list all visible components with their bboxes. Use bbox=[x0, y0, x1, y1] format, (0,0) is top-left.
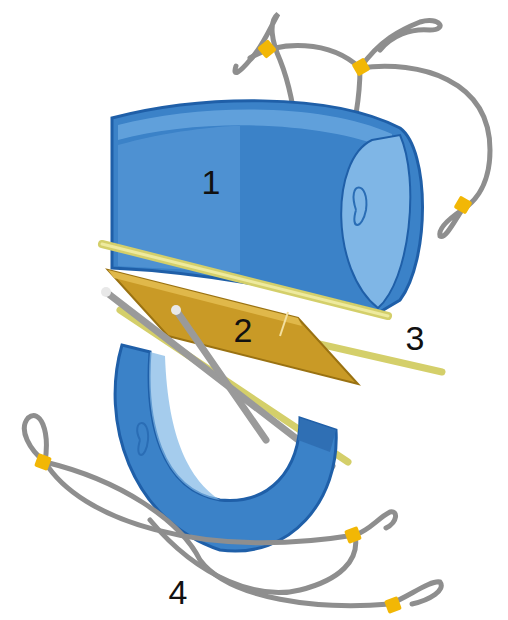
cord bbox=[250, 21, 440, 68]
cuff-logo bbox=[354, 188, 367, 226]
cord-clip bbox=[453, 195, 472, 214]
cuff-edge bbox=[298, 418, 336, 452]
cord-clip-group bbox=[34, 453, 402, 614]
cord-group bbox=[24, 416, 441, 606]
rod-end bbox=[171, 305, 181, 315]
callout-number: 3 bbox=[406, 321, 425, 355]
cord-clip bbox=[344, 526, 362, 544]
cord bbox=[24, 416, 395, 543]
cord-clip bbox=[384, 596, 402, 614]
rod-end bbox=[101, 287, 111, 297]
callout-number: 4 bbox=[169, 575, 188, 609]
callout-number: 1 bbox=[202, 165, 221, 199]
upper-cuff bbox=[112, 101, 423, 312]
cord bbox=[45, 462, 441, 606]
cuff-inner bbox=[149, 352, 220, 500]
cord-clip bbox=[351, 57, 370, 76]
cuff-logo bbox=[137, 423, 148, 455]
plate-mark bbox=[280, 312, 288, 336]
callout-number: 2 bbox=[234, 313, 253, 347]
cord-clip bbox=[257, 39, 277, 59]
cuff-opening bbox=[341, 135, 410, 308]
cord-clip bbox=[34, 453, 52, 471]
grey-rod bbox=[176, 310, 266, 440]
